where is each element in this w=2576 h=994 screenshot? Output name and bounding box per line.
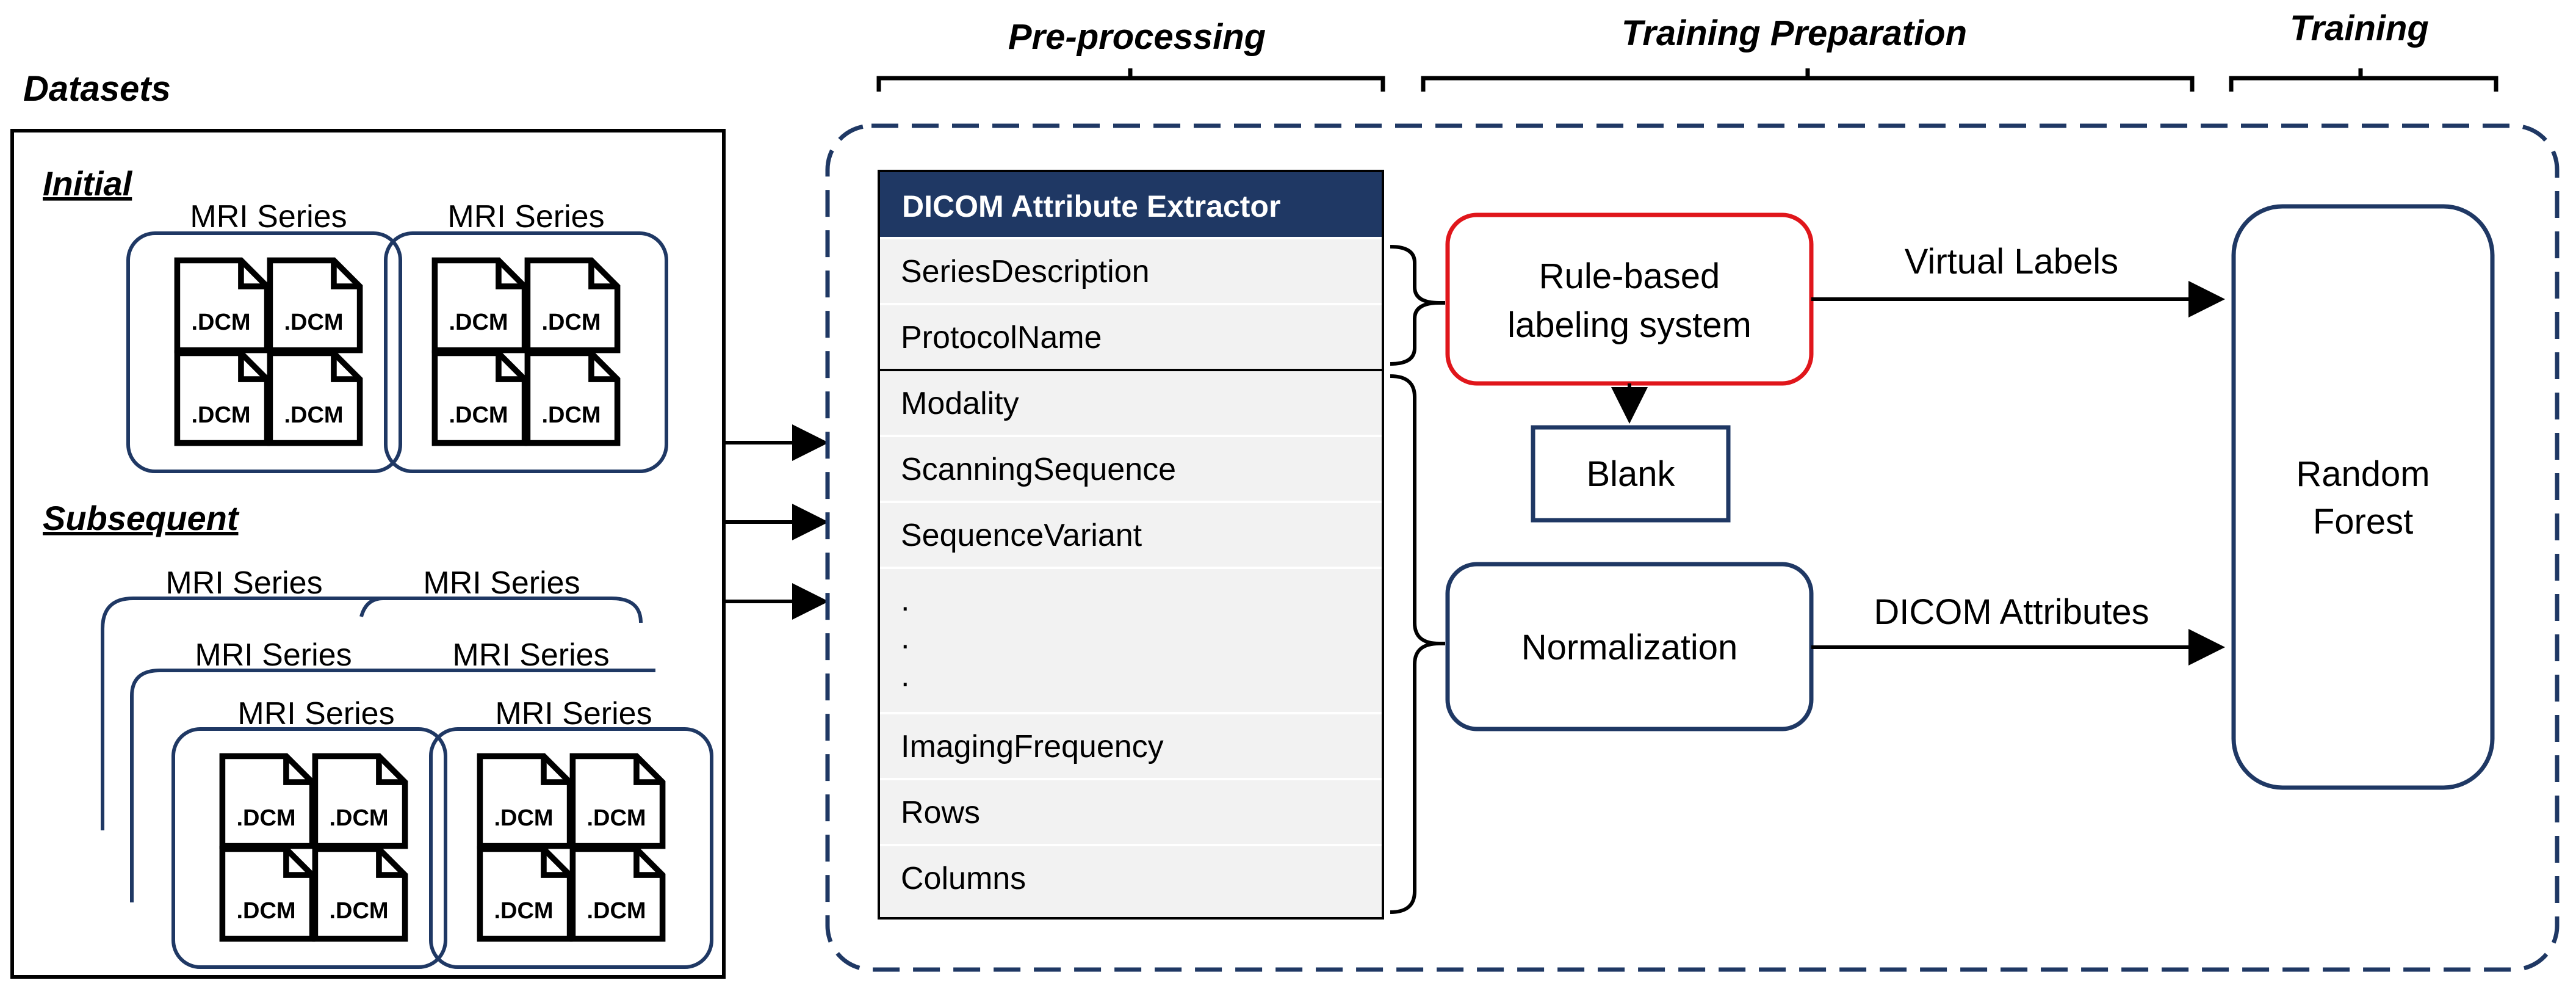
dcm-file-icon — [315, 849, 405, 938]
dcm-file-label: .DCM — [541, 402, 601, 428]
initial-label: Initial — [43, 164, 133, 203]
normalization-label: Normalization — [1521, 628, 1738, 667]
extractor-attribute: ScanningSequence — [901, 452, 1176, 487]
dcm-file-label: .DCM — [191, 310, 250, 335]
extractor-row-bg — [878, 303, 1384, 371]
extractor-header — [879, 171, 1383, 238]
extractor-row-bg — [878, 237, 1384, 305]
initial-series-a-label: MRI Series — [190, 199, 347, 234]
subsequent-series-5-label: MRI Series — [237, 696, 394, 731]
dcm-file-label: .DCM — [494, 805, 553, 831]
extractor-outline — [878, 170, 1384, 920]
brace-normalization — [1390, 374, 1440, 914]
dcm-file-icon — [177, 353, 267, 443]
subsequent-layer-mid — [130, 669, 655, 902]
extractor-attribute: SequenceVariant — [901, 518, 1142, 553]
rule-based-labeling-box — [1445, 212, 1814, 386]
dcm-file-icon — [435, 353, 524, 443]
dcm-file-label: .DCM — [541, 310, 601, 335]
training-heading: Training — [2290, 9, 2429, 48]
dcm-file-label: .DCM — [236, 805, 295, 831]
preprocessing-bracket — [876, 76, 1385, 92]
dcm-file-label: .DCM — [191, 402, 250, 428]
dcm-file-icon — [480, 756, 569, 846]
dcm-file-label: .DCM — [494, 898, 553, 924]
dcm-file-label: .DCM — [449, 310, 508, 335]
extractor-title: DICOM Attribute Extractor — [902, 189, 1280, 223]
extractor-attribute: Columns — [901, 861, 1026, 896]
blank-label: Blank — [1586, 454, 1675, 494]
extractor-attribute: SeriesDescription — [901, 254, 1150, 289]
dcm-file-icon — [270, 260, 359, 350]
rule-based-label-line1: Rule-based — [1539, 256, 1720, 296]
extractor-row-bg — [878, 712, 1384, 780]
extractor-ellipsis-dot: . — [901, 658, 909, 694]
initial-series-b-box — [384, 231, 668, 473]
training-preparation-bracket — [1421, 76, 2195, 92]
extractor-ellipsis-dot: . — [901, 620, 909, 656]
dcm-file-icon — [177, 260, 267, 350]
dcm-file-label: .DCM — [284, 310, 343, 335]
extractor-attribute: ProtocolName — [901, 320, 1102, 355]
dcm-file-icon — [222, 849, 312, 938]
subsequent-layer-back-divider — [359, 597, 384, 617]
brace-labeling — [1390, 245, 1440, 366]
dcm-file-icon — [527, 260, 617, 350]
extractor-attribute: Rows — [901, 795, 980, 830]
dcm-file-icon — [480, 849, 569, 938]
initial-series-a-box — [126, 231, 402, 473]
random-forest-label-line2: Forest — [2313, 502, 2413, 542]
dcm-file-icon — [270, 353, 359, 443]
training-preparation-heading: Training Preparation — [1622, 13, 1967, 53]
pipeline-frame — [825, 123, 2560, 972]
subsequent-series-b-box — [429, 727, 713, 969]
initial-series-b-label: MRI Series — [447, 199, 604, 234]
subsequent-label: Subsequent — [43, 499, 240, 537]
subsequent-series-6-label: MRI Series — [495, 696, 652, 731]
random-forest-box — [2231, 204, 2495, 790]
subsequent-layer-back — [101, 597, 643, 830]
preprocessing-heading: Pre-processing — [1008, 17, 1266, 57]
subsequent-series-2-label: MRI Series — [423, 565, 580, 601]
datasets-heading: Datasets — [23, 69, 171, 109]
subsequent-series-3-label: MRI Series — [195, 637, 352, 673]
dcm-file-icon — [315, 756, 405, 846]
subsequent-series-4-label: MRI Series — [452, 637, 609, 673]
subsequent-dcm-files: .DCM .DCM .DCM .DCM .DCM .DCM .DCM .DCM — [222, 756, 662, 938]
extractor-row-bg — [878, 844, 1384, 920]
dcm-file-icon — [572, 756, 662, 846]
extractor-attribute: ImagingFrequency — [901, 729, 1164, 764]
extractor-attribute: Modality — [901, 386, 1019, 421]
dicom-attributes-label: DICOM Attributes — [1874, 592, 2149, 632]
dcm-file-label: .DCM — [329, 898, 388, 924]
dcm-file-icon — [435, 260, 524, 350]
extractor-row-bg — [878, 435, 1384, 503]
dcm-file-icon — [572, 849, 662, 938]
dcm-file-label: .DCM — [236, 898, 295, 924]
extractor-row-bg — [878, 567, 1384, 714]
rule-based-label-line2: labeling system — [1507, 305, 1752, 345]
dcm-file-label: .DCM — [586, 805, 646, 831]
training-bracket — [2229, 76, 2498, 92]
dcm-file-label: .DCM — [449, 402, 508, 428]
blank-box — [1531, 425, 1731, 523]
initial-dcm-files: .DCM .DCM .DCM .DCM .DCM .DCM .DCM .DCM — [177, 260, 617, 443]
virtual-labels-label: Virtual Labels — [1905, 242, 2118, 281]
dcm-file-label: .DCM — [284, 402, 343, 428]
extractor-rows: SeriesDescriptionProtocolNameModalitySca… — [878, 237, 1384, 920]
dcm-file-icon — [527, 353, 617, 443]
extractor-ellipsis-dot: . — [901, 582, 909, 618]
subsequent-series-1-label: MRI Series — [165, 565, 322, 601]
dcm-file-label: .DCM — [329, 805, 388, 831]
random-forest-label-line1: Random — [2296, 454, 2430, 494]
dcm-file-icon — [222, 756, 312, 846]
dcm-file-label: .DCM — [586, 898, 646, 924]
